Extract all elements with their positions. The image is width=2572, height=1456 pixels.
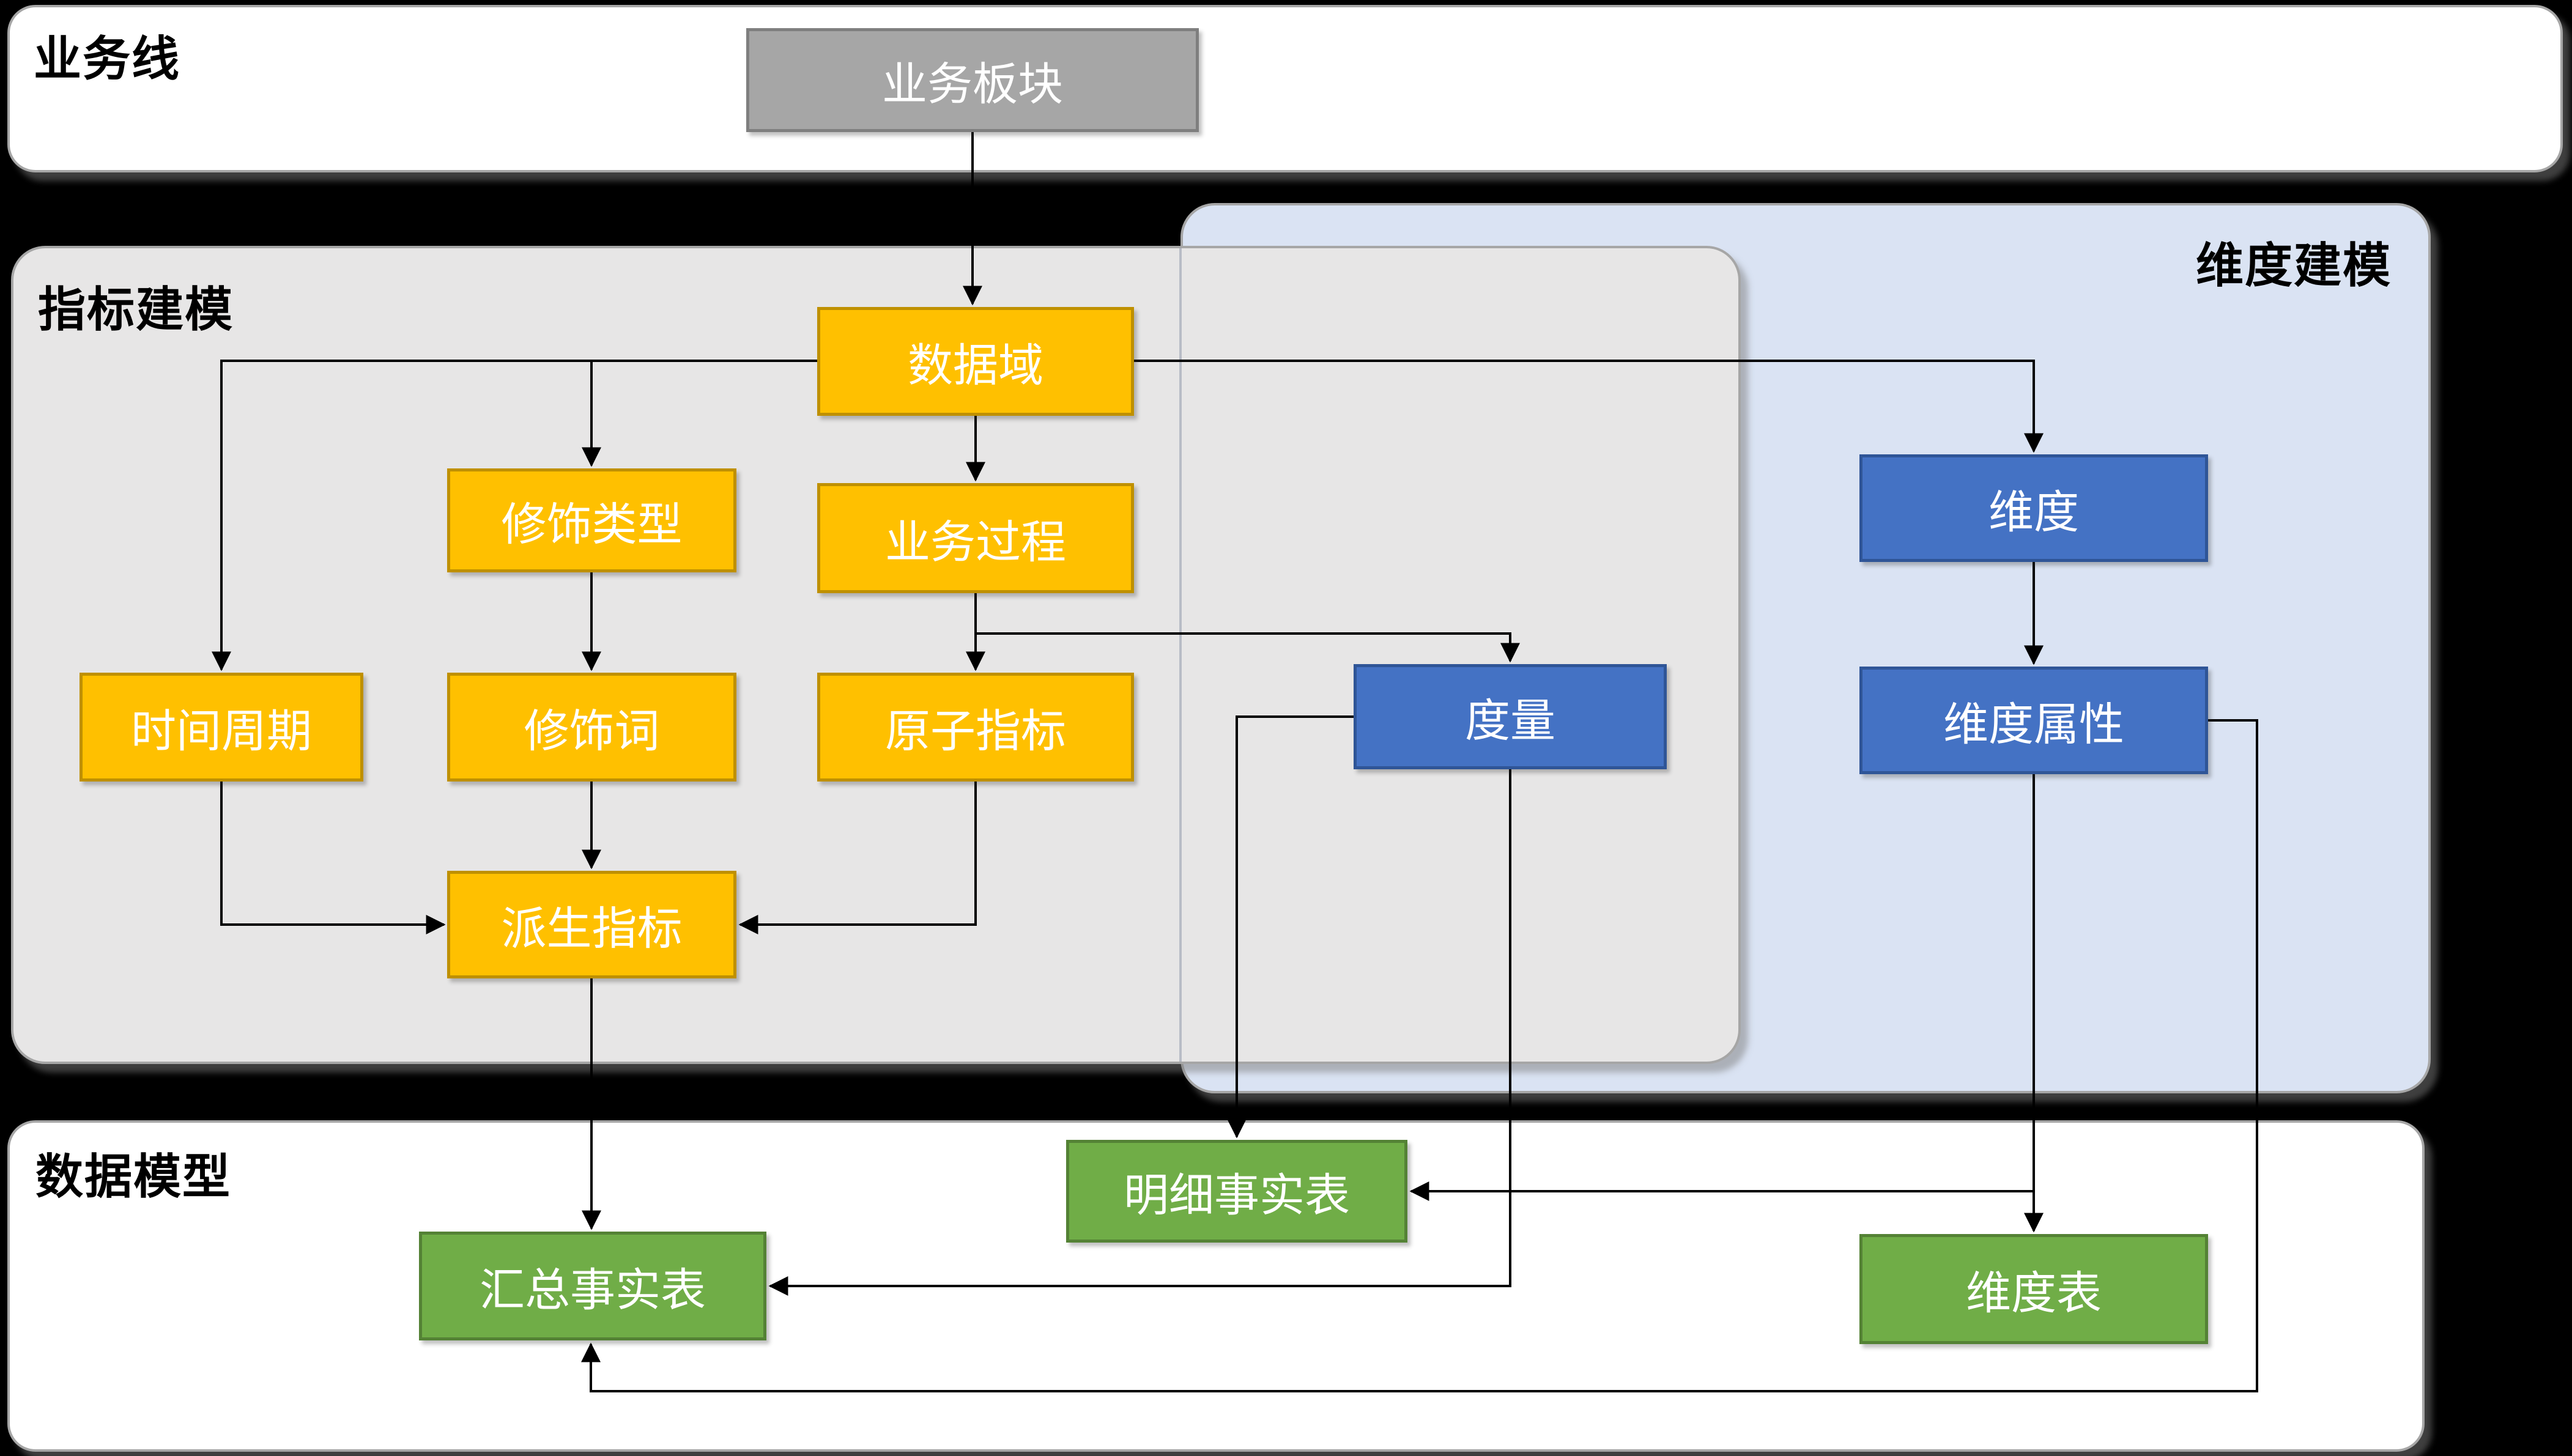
node-summary-fact-table: 汇总事实表 (419, 1232, 766, 1340)
container-business-line (7, 5, 2563, 172)
node-dimension: 维度 (1859, 454, 2208, 562)
zone-label-indicator-modeling: 指标建模 (38, 283, 234, 336)
node-business-sector: 业务板块 (746, 28, 1199, 132)
node-derived-indicator: 派生指标 (447, 871, 736, 978)
zone-label-data-model: 数据模型 (35, 1150, 232, 1203)
node-data-domain: 数据域 (817, 307, 1134, 416)
node-dimension-table: 维度表 (1859, 1234, 2208, 1344)
zone-label-business-line: 业务线 (34, 32, 181, 86)
node-modifier-word: 修饰词 (447, 673, 736, 782)
node-measure: 度量 (1354, 664, 1667, 769)
container-overlap-border (1179, 248, 1182, 1062)
node-dimension-attribute: 维度属性 (1859, 667, 2208, 774)
node-modifier-type: 修饰类型 (447, 468, 736, 572)
node-detail-fact-table: 明细事实表 (1066, 1140, 1407, 1243)
node-business-process: 业务过程 (817, 483, 1134, 593)
zone-label-dimension-modeling: 维度建模 (2195, 238, 2392, 292)
node-atomic-indicator: 原子指标 (817, 673, 1134, 782)
node-time-period: 时间周期 (80, 673, 363, 782)
